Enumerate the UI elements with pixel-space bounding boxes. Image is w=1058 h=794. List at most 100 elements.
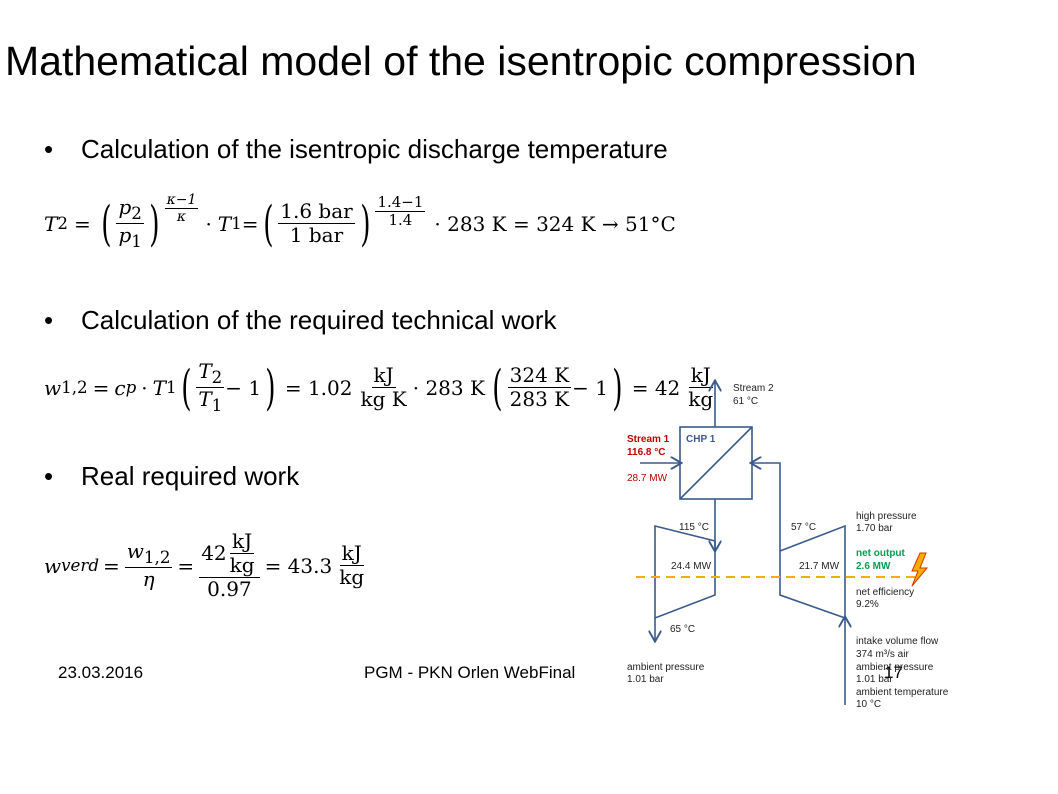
eq1-bar-num: 1.6 bar [278,199,355,225]
stream1-temp: 116.8 °C [627,447,665,458]
eq3-den-value: 0.97 [207,577,252,601]
eq3-w-sub: verd [61,556,100,575]
eq2-paren-open: ( [180,359,192,416]
eq1-paren-close-2: ) [359,195,371,252]
eq2-kelvin-num: 324 K [507,363,572,389]
eq1-lhs-sub: 2 [57,214,68,234]
eq2-equals: = [92,375,110,400]
eq2-result-unit: kJ kg [686,364,715,411]
eq3-num-value: 42 [201,541,227,565]
eq1-exponent-2: 1.4−1 1.4 [375,193,426,230]
eq2-t1: T [198,387,212,412]
stream1-label: Stream 1 [627,434,670,445]
eq1-p-num: p [118,195,132,219]
eq2-paren-open-2: ( [492,359,503,416]
ambient-pressure-right-label: ambient pressure [856,662,934,673]
eq3-result-unit: kJ kg [337,542,366,589]
eq1-t-sub: 1 [231,214,242,234]
process-diagram: Stream 2 61 °C Stream 1 116.8 °C 28.7 MW… [627,370,949,710]
eq3-equals-2: = [177,553,195,578]
eq2-t-sub: 1 [165,378,177,398]
power-output-icon [911,552,929,587]
high-pressure-value: 1.70 bar [856,523,893,534]
high-pressure-label: high pressure [856,511,917,522]
eq1-p-den-sub: 1 [131,232,142,252]
eq1-equals: = [73,211,91,236]
eq2-w-sub: 1,2 [61,378,88,398]
eq1-paren-open-2: ( [262,195,274,252]
eq1-equals-2: = [241,211,259,236]
footer-date: 23.03.2016 [58,663,144,682]
eq2-minus-one-2: − 1 [572,375,608,400]
eq1-bar-den: 1 bar [289,223,344,248]
ambient-pressure-left-value: 1.01 bar [627,674,664,685]
bullet-real-work: Real required work [81,461,300,491]
eq2-t2: T [198,359,212,383]
net-output-label: net output [856,548,906,559]
eq2-value: = 1.02 [284,375,353,400]
turbine-outlet-temp: 65 °C [670,624,695,635]
eq2-result-unit-num: kJ [688,363,713,389]
eq3-result: = 43.3 [264,553,333,578]
eq1-result: · 283 K = 324 K → 51°C [434,211,676,236]
eq3-w: w [44,553,62,578]
ambient-pressure-left-label: ambient pressure [627,662,705,673]
eq3-equals: = [103,553,120,578]
eq1-lhs: T [44,211,58,236]
eq3-w12-sub: 1,2 [143,547,171,567]
ambient-temperature-label: ambient temperature [856,687,949,698]
eq1-exp-den: κ [176,209,187,226]
eq2-paren-close: ) [265,359,276,416]
eq2-minus-one: − 1 [225,375,262,400]
eq3-num-unit-den: kg [229,553,255,577]
eq2-dot: · [141,375,148,400]
eq2-result: = 42 [631,375,681,400]
intake-value: 374 m³/s air [856,649,909,660]
eq1-bar-ratio: 1.6 bar 1 bar [278,199,355,248]
bullet-marker: • [44,305,54,335]
eq2-unit-den: kg K [360,387,407,412]
eq1-p-den: p [118,223,132,248]
eq1-exp2-num: 1.4−1 [375,193,426,213]
eq1-exp2-den: 1.4 [388,211,413,230]
eq3-efficiency-fraction: w1,2 η [124,538,173,592]
ambient-pressure-right-value: 1.01 bar [856,674,893,685]
eq3-w12: w [126,538,144,563]
bullet-isentropic-temperature: Calculation of the isentropic discharge … [81,134,668,164]
compressor-outlet-temp: 57 °C [791,522,816,533]
eq3-num-unit-num: kJ [230,529,255,554]
net-efficiency-value: 9.2% [856,599,879,610]
eq2-paren-close-2: ) [612,359,623,416]
eq1-paren-open: ( [100,195,112,252]
bullet-technical-work: Calculation of the required technical wo… [81,305,557,335]
pipe-compressor-chp [752,463,781,551]
eq3-result-unit-den: kg [339,565,365,589]
eq2-unit: kJ kg K [359,364,409,411]
slide-title: Mathematical model of the isentropic com… [5,38,917,84]
chp-diagonal [679,426,753,500]
eq1-dot: · [205,211,212,236]
eq2-mid: · 283 K [412,375,485,400]
eq1-exponent: κ−1 κ [164,192,199,226]
eq3-num-unit: kJ kg [228,530,257,577]
eq1-exp-num: κ−1 [164,192,199,210]
eq2-c: c [114,375,126,400]
bullet-marker: • [44,461,54,491]
eq2-t1-sub: 1 [211,396,223,416]
eq2-result-unit-den: kg [688,387,714,412]
eq2-unit-num: kJ [371,363,396,389]
eq3-eta: η [142,567,155,592]
eq1-pressure-ratio: p2 p1 [116,195,144,252]
chp-label: CHP 1 [686,434,716,445]
net-output-value: 2.6 MW [856,561,891,572]
eq2-t2-sub: 2 [211,368,223,387]
eq2-temperature-ratio: T2 T1 [196,359,225,416]
turbine-inlet-temp: 115 °C [679,522,709,533]
stream2-temp: 61 °C [733,396,758,407]
eq2-c-sub: p [125,378,137,398]
eq3-result-unit-num: kJ [339,541,364,566]
footer-page-number: 17 [884,663,903,682]
eq2-kelvin-ratio: 324 K 283 K [507,363,572,411]
